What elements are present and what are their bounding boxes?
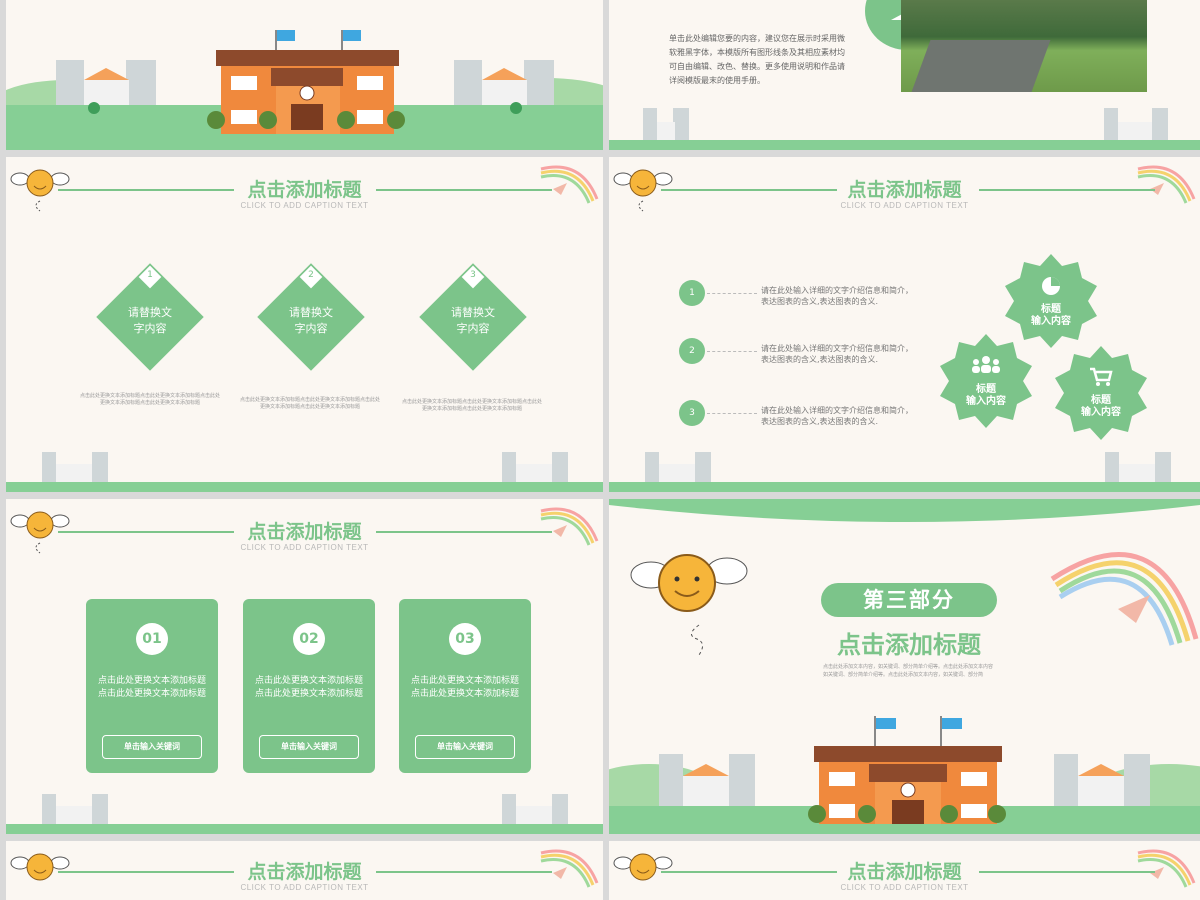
slide-8[interactable]: 点击添加标题 CLICK TO ADD CAPTION TEXT <box>609 841 1200 900</box>
rainbow-icon <box>1137 165 1196 204</box>
card-1[interactable]: 01 点击此处更换文本添加标题点击此处更换文本添加标题 单击输入关键词 <box>86 599 218 773</box>
row-3-text: 请在此处输入详细的文字介绍信息和简介，表达图表的含义,表达图表的含义. <box>761 406 913 426</box>
num-3: 3 <box>470 270 476 280</box>
badge-3-text: 标题输入内容 <box>1081 395 1121 418</box>
smiley-bee-icon <box>613 169 673 212</box>
card-2-button[interactable]: 单击输入关键词 <box>259 735 359 759</box>
card-2[interactable]: 02 点击此处更换文本添加标题点击此处更换文本添加标题 单击输入关键词 <box>243 599 375 773</box>
smiley-bee-icon <box>10 169 70 212</box>
title-bar: 点击添加标题 CLICK TO ADD CAPTION TEXT <box>6 517 603 557</box>
slide-caption: CLICK TO ADD CAPTION TEXT <box>840 201 969 210</box>
slide-caption: CLICK TO ADD CAPTION TEXT <box>840 883 969 892</box>
card-1-button[interactable]: 单击输入关键词 <box>102 735 202 759</box>
title-bar: 点击添加标题 CLICK TO ADD CAPTION TEXT <box>6 857 603 897</box>
row-1-number: 1 <box>679 280 705 306</box>
diamond-1-small: 点击此处更换文本添加标题点击此处更换文本添加标题点击此处更换文本添加标题点击此处… <box>80 393 221 406</box>
row-3-number: 3 <box>679 400 705 426</box>
title-bar: 点击添加标题 CLICK TO ADD CAPTION TEXT <box>609 857 1200 897</box>
card-3-number: 03 <box>449 623 481 655</box>
slide-caption: CLICK TO ADD CAPTION TEXT <box>240 543 369 552</box>
pie-chart-icon <box>1042 277 1060 295</box>
rainbow-icon <box>1137 849 1196 888</box>
row-1-text: 请在此处输入详细的文字介绍信息和简介，表达图表的含义,表达图表的含义. <box>761 286 913 306</box>
card-2-number: 02 <box>293 623 325 655</box>
diamond-3-text: 请替换文字内容 <box>451 306 495 335</box>
slide-caption: CLICK TO ADD CAPTION TEXT <box>240 883 369 892</box>
badge-3-shape <box>1055 346 1147 440</box>
school-scene-illustration <box>6 30 603 150</box>
section-pill[interactable]: 第三部分 <box>821 583 997 617</box>
diamond-2-small: 点击此处更换文本添加标题点击此处更换文本添加标题点击此处更换文本添加标题点击此处… <box>240 397 381 410</box>
slide-7[interactable]: 点击添加标题 CLICK TO ADD CAPTION TEXT <box>6 841 603 900</box>
card-3-button[interactable]: 单击输入关键词 <box>415 735 515 759</box>
badge-2-text: 标题输入内容 <box>966 384 1006 407</box>
card-3[interactable]: 03 点击此处更换文本添加标题点击此处更换文本添加标题 单击输入关键词 <box>399 599 531 773</box>
town-right-illustration <box>609 108 1200 150</box>
campus-photo <box>901 0 1147 92</box>
slide-caption: CLICK TO ADD CAPTION TEXT <box>240 201 369 210</box>
slide-title[interactable]: 点击添加标题 <box>247 861 362 883</box>
slide-5[interactable]: 点击添加标题 CLICK TO ADD CAPTION TEXT 01 点击此处… <box>6 499 603 834</box>
slide-title[interactable]: 点击添加标题 <box>847 861 962 883</box>
slide-title[interactable]: 点击添加标题 <box>247 179 362 201</box>
slide-2[interactable]: 单击此处编辑您要的内容，建议您在展示时采用微软雅黑字体，本模版所有图形线条及其相… <box>609 0 1200 150</box>
card-2-text: 点击此处更换文本添加标题点击此处更换文本添加标题 <box>254 676 363 699</box>
diamond-2-text: 请替换文字内容 <box>289 306 333 335</box>
badge-1-text: 标题输入内容 <box>1031 304 1071 327</box>
slide-4[interactable]: 点击添加标题 CLICK TO ADD CAPTION TEXT 1 请在此处输… <box>609 157 1200 492</box>
section-title[interactable]: 点击添加标题 <box>837 631 981 659</box>
num-2: 2 <box>308 270 314 280</box>
card-1-number: 01 <box>136 623 168 655</box>
rainbow-icon <box>540 849 599 888</box>
title-bar: 点击添加标题 CLICK TO ADD CAPTION TEXT <box>6 175 603 215</box>
row-3-connector <box>707 413 757 414</box>
row-1-connector <box>707 293 757 294</box>
rainbow-icon <box>540 165 599 204</box>
slide-6[interactable]: 第三部分 点击添加标题 点击此处添加文本内容，如关键词、部分简单介绍等。点击此处… <box>609 499 1200 834</box>
row-2-text: 请在此处输入详细的文字介绍信息和简介，表达图表的含义,表达图表的含义. <box>761 344 913 364</box>
badge-1-shape <box>1005 254 1097 348</box>
town-illustration <box>609 452 1200 492</box>
body-paragraph: 单击此处编辑您要的内容，建议您在展示时采用微软雅黑字体，本模版所有图形线条及其相… <box>669 34 845 85</box>
smiley-bee-icon <box>10 853 70 881</box>
badge-2-shape <box>940 334 1032 428</box>
row-2-connector <box>707 351 757 352</box>
school-scene-illustration <box>609 716 1200 834</box>
row-2-number: 2 <box>679 338 705 364</box>
rainbow-large-icon <box>1050 552 1199 646</box>
slide-1[interactable] <box>6 0 603 150</box>
people-icon <box>972 356 1000 373</box>
title-bar: 点击添加标题 CLICK TO ADD CAPTION TEXT <box>609 175 1200 215</box>
smiley-bee-large-icon <box>630 554 748 656</box>
diamond-3-small: 点击此处更换文本添加标题点击此处更换文本添加标题点击此处更换文本添加标题点击此处… <box>402 399 543 412</box>
town-illustration <box>6 452 603 492</box>
cart-icon <box>1090 367 1113 386</box>
town-illustration <box>6 794 603 834</box>
slide-title[interactable]: 点击添加标题 <box>247 521 362 543</box>
num-1: 1 <box>147 270 153 280</box>
card-1-text: 点击此处更换文本添加标题点击此处更换文本添加标题 <box>97 676 206 699</box>
section-small-text: 点击此处添加文本内容，如关键词、部分简单介绍等。点击此处添加文本内容如关键词、部… <box>823 664 994 678</box>
diamond-1-text: 请替换文字内容 <box>128 306 172 335</box>
smiley-bee-icon <box>613 853 673 881</box>
slide-3[interactable]: 点击添加标题 CLICK TO ADD CAPTION TEXT 1 请替换文字… <box>6 157 603 492</box>
rainbow-icon <box>540 507 599 546</box>
slide-title[interactable]: 点击添加标题 <box>847 179 962 201</box>
card-3-text: 点击此处更换文本添加标题点击此处更换文本添加标题 <box>410 676 519 699</box>
smiley-bee-icon <box>10 511 70 554</box>
top-wave <box>609 499 1200 522</box>
